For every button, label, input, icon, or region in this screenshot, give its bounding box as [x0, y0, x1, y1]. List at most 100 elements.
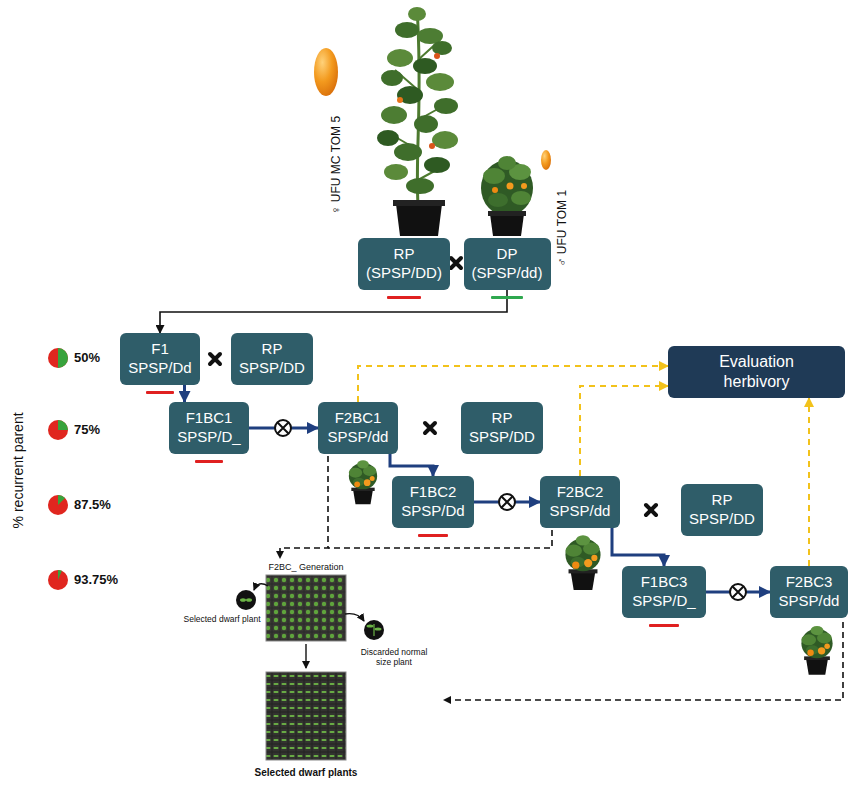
tall-plant-illustration [397, 97, 403, 103]
box-title: F2BC3 [786, 573, 833, 592]
box-title: F1BC3 [641, 573, 688, 592]
tall-plant-illustration [414, 115, 438, 133]
backcross-plant-photo [565, 535, 600, 590]
plant-circle [240, 598, 246, 602]
genotype-label: (SPSP/dd) [472, 264, 543, 283]
selfing-symbol [501, 496, 512, 507]
selection-arrow [345, 614, 364, 621]
dwarf-parent-fruit [541, 150, 551, 170]
recurrent-parent-pie [58, 348, 68, 368]
box-title: RP [492, 409, 513, 428]
plant-circle [236, 590, 256, 610]
cross-arrow [160, 290, 507, 333]
tall-plant-illustration [426, 73, 454, 91]
parent-underline [418, 534, 448, 537]
generation-box: F2BC3SPSP/dd [770, 566, 848, 618]
tall-plant-illustration [377, 7, 458, 236]
selection-dashed-line [280, 456, 843, 700]
selection-dashed-line [328, 530, 552, 548]
recurrent-parent-pie [58, 570, 62, 580]
tall-plant-illustration [429, 143, 435, 149]
parent-underline [387, 296, 420, 299]
selfing-symbol [730, 584, 746, 600]
cross-arrow [612, 528, 664, 566]
backcross-plant-photo [349, 460, 377, 504]
selection-note: Selected dwarf plants [253, 767, 360, 779]
parent-box: RPSPSP/DD [231, 333, 313, 385]
dwarf-plant-illustration [498, 156, 516, 170]
seedling-tray [266, 575, 346, 641]
dwarf-parent-fruit [541, 150, 551, 170]
cross-arrow [183, 385, 186, 402]
box-title: RP [394, 245, 415, 264]
backcross-plant-photo [349, 460, 833, 675]
parent-box: RP(SPSP/DD) [358, 238, 450, 290]
plant-circle [246, 598, 252, 602]
box-title: RP [262, 340, 283, 359]
recurrent-parent-pie [48, 348, 68, 590]
tall-plant-illustration [406, 178, 434, 194]
dwarf-plant-illustration [492, 187, 498, 193]
box-title: Evaluation herbivory [702, 352, 812, 392]
genotype-label: SPSP/D_ [632, 592, 695, 611]
dwarf-plant-illustration [488, 193, 508, 207]
recurrent-parent-pie [48, 570, 68, 590]
generation-box: F1BC3SPSP/D_ [622, 566, 706, 618]
tall-plant-illustration [377, 130, 399, 146]
tall-plant-illustration [432, 41, 452, 55]
recurrent-parent-fruit [314, 48, 338, 96]
selection-arrow [254, 584, 268, 590]
genotype-label: SPSP/Dd [401, 502, 464, 521]
dwarf-plant-illustration [481, 156, 533, 236]
box-title: DP [497, 245, 518, 264]
box-title: F1 [151, 340, 169, 359]
tall-plant-illustration [434, 98, 458, 114]
parent-underline [649, 624, 679, 627]
parent-name: ♂ UFU TOM 1 [555, 188, 569, 269]
cross-symbol [210, 354, 220, 364]
plant-circle [373, 624, 374, 636]
dwarf-plant-illustration [488, 211, 526, 216]
plant-circle [375, 627, 382, 630]
tall-plant-illustration [413, 58, 437, 74]
selfing-symbol [277, 422, 288, 433]
selection-arrow [305, 644, 306, 668]
selfing-symbol [275, 420, 291, 436]
herbivory-dashed-arrow [808, 398, 810, 566]
plant-circle [364, 620, 384, 640]
percentage: 87.5% [72, 497, 113, 513]
evaluation-box: Evaluation herbivory [668, 346, 845, 398]
parent-underline [491, 296, 522, 299]
cross-symbol [646, 505, 656, 515]
percentage: 93.75% [72, 572, 120, 588]
percentage: 50% [72, 350, 102, 366]
recurrent-parent-pie [48, 420, 68, 440]
dwarf-plant-illustration [507, 183, 514, 190]
genotype-label: SPSP/DD [689, 510, 755, 529]
generation-box: F1SPSP/Dd [120, 333, 200, 385]
recurrent-parent-pie [58, 420, 68, 430]
tall-plant-illustration [394, 143, 422, 161]
tall-plant-illustration [381, 70, 403, 86]
genotype-label: (SPSP/DD) [366, 264, 442, 283]
backcross-plant-photo [801, 626, 832, 675]
parent-underline [146, 391, 175, 394]
genotype-label: SPSP/dd [779, 592, 840, 611]
selection-arrow [254, 584, 364, 668]
generation-box: F1BC1SPSP/D_ [169, 402, 249, 454]
tall-plant-illustration [393, 200, 445, 206]
tall-plant-illustration [397, 86, 423, 104]
genotype-label: SPSP/DD [239, 359, 305, 378]
genotype-label: SPSP/Dd [128, 359, 191, 378]
box-title: F1BC2 [410, 483, 457, 502]
selfing-symbol [732, 586, 743, 597]
box-title: F1BC1 [186, 409, 233, 428]
dwarf-plant-illustration [521, 183, 527, 189]
generation-box: F2BC2SPSP/dd [540, 476, 620, 528]
tall-plant-illustration [424, 157, 450, 173]
tall-plant-illustration [387, 49, 413, 67]
cross-symbol [451, 258, 461, 268]
tall-plant-illustration [381, 106, 407, 124]
generation-box: F1BC2SPSP/Dd [392, 476, 474, 528]
selection-note: Discarded normal size plant [351, 647, 437, 667]
